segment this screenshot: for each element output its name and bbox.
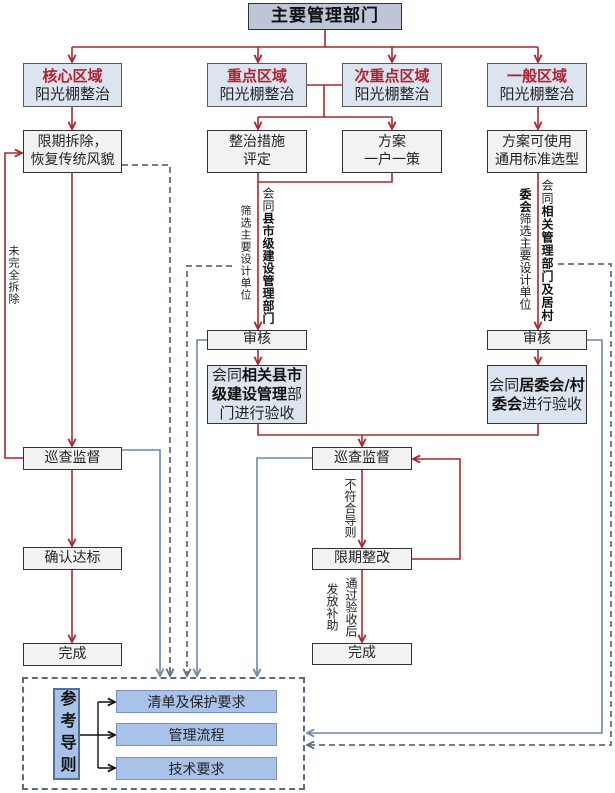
reference-link-shared-inspect	[257, 457, 312, 676]
box-line: 会同相关县市	[212, 366, 302, 385]
text-segment-emphasis: 居委会/村	[519, 375, 585, 394]
general-review-box: 审核	[487, 330, 587, 350]
connector-accept-merge	[257, 424, 539, 436]
box-line: 通用标准选型	[495, 151, 579, 168]
box-line: 级建设管理部	[212, 385, 302, 404]
box-text: 审核	[243, 331, 271, 348]
box-line: 评定	[243, 151, 271, 168]
text-segment-emphasis: 相关县市	[242, 366, 303, 385]
connector-measure-plan-merge	[257, 173, 393, 183]
label-segment-emphasis: 县市级建设管理部门	[261, 212, 275, 325]
connector-incomplete-loop	[4, 153, 23, 459]
region-title: 一般区域	[506, 66, 567, 85]
text-segment: 进行验收	[522, 394, 583, 413]
general-acceptance-box: 会同居委会/村 委会进行验收	[487, 365, 587, 424]
guide-item-technical: 技术要求	[116, 757, 277, 780]
reference-dashed-general-select	[307, 263, 612, 745]
box-line: 恢复传统风貌	[30, 151, 115, 168]
box-text: 确认达标	[44, 549, 101, 566]
region-title: 重点区域	[226, 66, 287, 85]
general-department-label: 会同相关管理部门及居村	[540, 179, 554, 322]
main-department-box: 主要管理部门	[248, 3, 402, 30]
passed-acceptance-label: 通过验收后	[344, 577, 358, 637]
noncompliant-label: 不符合导则	[343, 478, 357, 538]
key-plan-box: 方案 一户一策	[342, 130, 442, 173]
region-title: 核心区域	[42, 66, 103, 85]
key-department-label: 会同县市级建设管理部门	[261, 187, 275, 325]
box-text: 巡查监督	[44, 449, 101, 466]
label-segment: 会同	[261, 187, 275, 212]
region-title: 次重点区域	[354, 66, 430, 85]
text-segment-emphasis: 级建设管理	[211, 385, 287, 404]
region-secondary: 次重点区域 阳光棚整治	[342, 63, 442, 107]
box-line: 整治措施	[229, 134, 285, 151]
box-text: 完成	[348, 645, 376, 662]
key-review-box: 审核	[207, 330, 307, 350]
text-segment-emphasis: 委会	[491, 394, 522, 413]
reference-guide-frame	[22, 677, 305, 790]
shared-done-box: 完成	[312, 643, 412, 665]
reference-link-key-review	[197, 339, 207, 676]
region-core: 核心区域 阳光棚整治	[23, 63, 122, 107]
guide-item-inventory: 清单及保护要求	[116, 690, 277, 713]
label-segment: 会同	[540, 179, 554, 205]
box-line: 一户一策	[364, 151, 420, 168]
text-segment: 门进行验收	[219, 403, 295, 422]
text-segment: 会同	[211, 366, 242, 385]
box-text: 限期整改	[334, 550, 390, 567]
label-segment: 筛选主要设计单位	[518, 212, 532, 311]
box-line: 委会进行验收	[492, 395, 582, 414]
region-key: 重点区域 阳光棚整治	[207, 63, 307, 107]
general-plan-box: 方案可使用 通用标准选型	[487, 130, 587, 173]
reference-link-general-review	[307, 339, 603, 733]
label-segment-emphasis: 委会	[518, 188, 532, 213]
general-select-designer-label: 委会筛选主要设计单位	[518, 188, 532, 311]
box-text: 完成	[58, 645, 87, 662]
core-demolish-box: 限期拆除， 恢复传统风貌	[23, 130, 122, 173]
reference-dashed-core-demolish	[122, 164, 170, 676]
shared-inspect-box: 巡查监督	[312, 447, 412, 470]
box-line: 限期拆除，	[37, 134, 108, 151]
key-select-designer-label: 筛选主要设计单位	[239, 205, 252, 301]
text-segment: 部	[287, 385, 303, 404]
key-measure-box: 整治措施 评定	[207, 130, 307, 173]
incomplete-demolition-label: 未完全拆除	[7, 245, 20, 305]
region-subtitle: 阳光棚整治	[34, 85, 110, 103]
box-text: 巡查监督	[334, 449, 390, 466]
box-line: 方案可使用	[502, 134, 572, 151]
key-acceptance-box: 会同相关县市 级建设管理部 门进行验收	[207, 365, 307, 424]
box-line: 方案	[378, 134, 406, 151]
connector-rectify-loop	[412, 459, 461, 560]
region-subtitle: 阳光棚整治	[499, 85, 575, 103]
region-subtitle: 阳光棚整治	[219, 85, 295, 103]
text-segment: 会同	[489, 375, 520, 394]
core-inspect-box: 巡查监督	[23, 447, 122, 470]
box-line: 会同居委会/村	[489, 376, 585, 395]
core-done-box: 完成	[23, 643, 122, 666]
box-text: 审核	[523, 331, 551, 348]
core-confirm-box: 确认达标	[23, 547, 122, 570]
region-general: 一般区域 阳光棚整治	[487, 63, 587, 107]
reference-dashed-key-select	[187, 265, 232, 676]
issue-subsidy-label: 发放补助	[325, 583, 339, 631]
reference-link-core-inspect	[122, 449, 160, 676]
guide-item-process: 管理流程	[116, 723, 277, 746]
region-subtitle: 阳光棚整治	[354, 85, 430, 103]
shared-rectify-box: 限期整改	[312, 548, 412, 570]
reference-guide-title: 参考导则	[53, 688, 80, 780]
box-line: 门进行验收	[219, 404, 294, 423]
label-segment-emphasis: 相关管理部门及居村	[540, 205, 554, 322]
main-department-title: 主要管理部门	[271, 6, 379, 27]
